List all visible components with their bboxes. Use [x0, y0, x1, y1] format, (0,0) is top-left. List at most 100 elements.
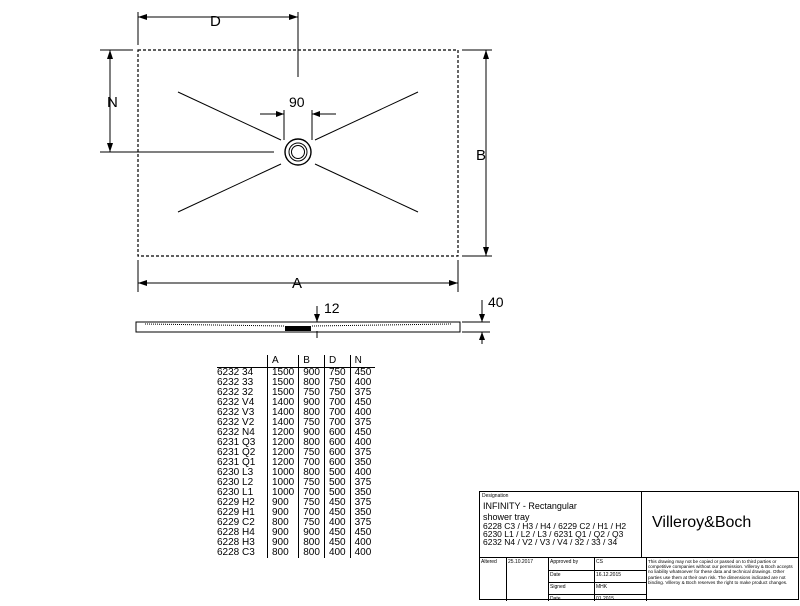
dimension-value: 400: [349, 548, 376, 558]
dimension-value: 1400: [266, 408, 299, 418]
title-line-2: shower tray: [483, 512, 530, 522]
dimension-value: 750: [298, 418, 325, 428]
table-header: [217, 355, 268, 368]
table-header: A: [266, 355, 299, 368]
article-number: 6232 33: [217, 377, 254, 388]
dimension-value: 900: [298, 398, 325, 408]
date2-value: 01.2015: [596, 596, 615, 602]
article-number: 6232 V4: [217, 397, 255, 408]
article-number: 6231 Q1: [217, 457, 256, 468]
dimension-value: 450: [349, 398, 376, 408]
brand-logo: Villeroy&Boch: [652, 514, 752, 531]
title-line-5: 6232 N4 / V2 / V3 / V4 / 32 / 33 / 34: [483, 537, 618, 547]
date2-label: Date: [550, 596, 561, 602]
dimension-value: 350: [349, 508, 376, 518]
dimension-value: 600: [323, 448, 351, 458]
article-number: 6232 N4: [217, 427, 255, 438]
article-number: 6231 Q3: [217, 437, 256, 448]
dimension-value: 450: [349, 528, 376, 538]
dimension-value: 750: [298, 518, 325, 528]
dimension-value: 600: [323, 458, 351, 468]
altered-label: Altered: [481, 559, 497, 565]
table-header: N: [349, 355, 376, 368]
dimension-value: 450: [323, 508, 351, 518]
dimension-value: 375: [349, 388, 376, 398]
article-number: 6230 L3: [217, 467, 254, 478]
dimension-value: 1400: [266, 398, 299, 408]
dimension-value: 375: [349, 518, 376, 528]
slope-lines: [165, 58, 419, 213]
approved-label: Approved by: [548, 558, 594, 571]
date-label: Date: [548, 571, 594, 583]
dimension-value: 900: [266, 538, 299, 548]
article-number: 6231 Q2: [217, 447, 256, 458]
dimension-value: 600: [323, 438, 351, 448]
drain-icon: [284, 138, 312, 166]
dimension-value: 1200: [266, 438, 299, 448]
tray-outline: [137, 49, 459, 257]
dimension-value: 1200: [266, 458, 299, 468]
dimension-value: 700: [323, 398, 351, 408]
article-number: 6229 C2: [217, 517, 255, 528]
dimension-value: 400: [349, 378, 376, 388]
dimension-value: 1000: [266, 488, 299, 498]
title-line-4: 6230 L1 / L2 / L3 / 6231 Q1 / Q2 / Q3: [483, 529, 624, 539]
dimension-value: 750: [323, 367, 351, 378]
dimension-value: 500: [323, 488, 351, 498]
dimension-value: 400: [323, 548, 351, 558]
article-number: 6228 H3: [217, 537, 255, 548]
dimension-value: 400: [349, 438, 376, 448]
label-90: 90: [289, 94, 305, 110]
dimension-value: 750: [323, 388, 351, 398]
dimension-value: 900: [266, 498, 299, 508]
dimension-value: 800: [298, 538, 325, 548]
approval-values: CS 16.12.2015 MHK 01.2015: [594, 558, 647, 602]
dimension-value: 1200: [266, 428, 299, 438]
dimension-value: 700: [298, 458, 325, 468]
dimension-value: 700: [323, 408, 351, 418]
dimension-value: 350: [349, 458, 376, 468]
dimension-value: 500: [323, 468, 351, 478]
table-header: D: [323, 355, 351, 368]
dimension-value: 450: [349, 367, 376, 378]
article-number: 6232 V3: [217, 407, 255, 418]
dimension-value: 900: [298, 528, 325, 538]
dimension-value: 500: [323, 478, 351, 488]
label-40: 40: [488, 294, 504, 310]
approval-labels: Approved by Date Signed Date: [548, 558, 595, 602]
altered-date: 25.10.2017: [508, 559, 534, 565]
dimension-value: 750: [298, 478, 325, 488]
dimension-value: 900: [266, 508, 299, 518]
altered-label-cell: Altered: [479, 558, 507, 601]
dimension-value: 800: [298, 548, 325, 558]
label-12: 12: [324, 300, 340, 316]
dimension-value: 700: [323, 418, 351, 428]
dimension-value: 375: [349, 478, 376, 488]
dimension-value: 400: [349, 538, 376, 548]
dimension-n: [100, 49, 165, 153]
article-number: 6230 L2: [217, 477, 254, 488]
dimension-value: 800: [298, 438, 325, 448]
dimension-value: 750: [298, 448, 325, 458]
dimension-b: [462, 49, 492, 257]
dimension-a: [137, 260, 459, 292]
dimension-value: 800: [266, 548, 299, 558]
dimension-value: 800: [298, 378, 325, 388]
article-number: 6232 32: [217, 387, 254, 398]
dimension-value: 1500: [266, 378, 299, 388]
label-a: A: [292, 275, 302, 292]
dimension-value: 375: [349, 498, 376, 508]
dimension-value: 375: [349, 448, 376, 458]
dimension-value: 1400: [266, 418, 299, 428]
title-line-1: INFINITY - Rectangular: [483, 501, 577, 511]
